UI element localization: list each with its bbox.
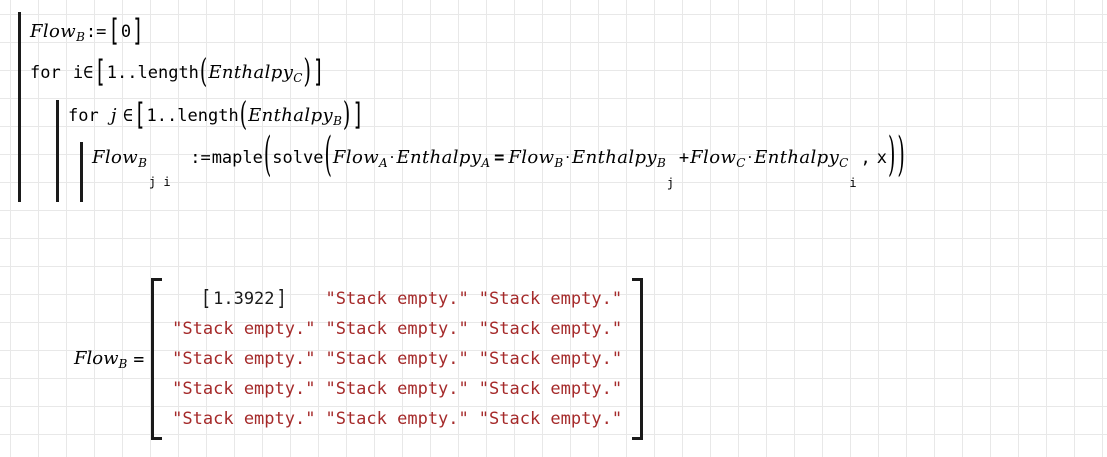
element-of-symbol: ∈	[122, 106, 134, 126]
range-start: 1	[146, 106, 157, 126]
arg-close-paren: )	[303, 52, 311, 91]
program-bar-level-3	[80, 142, 83, 202]
multiplication-dot: ·	[565, 148, 571, 166]
numeric-result-value: 1.3922	[213, 289, 275, 309]
matrix-cell-4-2: "Stack empty."	[478, 409, 623, 429]
maple-open-paren: (	[263, 128, 272, 183]
table-row: "Stack empty." "Stack empty." "Stack emp…	[167, 374, 627, 404]
assignment-operator: :=	[85, 22, 107, 42]
table-row: "Stack empty." "Stack empty." "Stack emp…	[167, 314, 627, 344]
matrix-cell-1-1: "Stack empty."	[325, 319, 469, 339]
solve-function: solve	[272, 148, 324, 168]
solve-open-paren: (	[324, 128, 332, 183]
length-function: length	[137, 63, 199, 83]
matrix-cell-3-0: "Stack empty."	[172, 379, 316, 399]
matrix-cell-3-2: "Stack empty."	[478, 379, 623, 399]
range-dots: ..	[156, 106, 178, 126]
subscript-a: A	[481, 156, 491, 170]
arg-open-paren: (	[199, 52, 208, 91]
arg-open-paren: (	[239, 95, 248, 134]
nested-close-bracket: ]	[276, 286, 287, 312]
matrix-cell-0-2: "Stack empty."	[478, 289, 623, 309]
range-open-bracket: [	[94, 54, 106, 90]
result-region[interactable]: FlowB = [1.3922] "Stack empty." "Stack e…	[74, 278, 643, 440]
subscript-a: A	[379, 156, 388, 170]
variable-enthalpy-b: Enthalpy	[572, 147, 657, 168]
matrix-cell-3-1: "Stack empty."	[325, 379, 469, 399]
result-variable-subscript: B	[118, 356, 128, 371]
subscript-b: B	[554, 156, 564, 170]
result-matrix[interactable]: [1.3922] "Stack empty." "Stack empty." "…	[151, 278, 643, 440]
range-start: 1	[106, 63, 118, 83]
nested-vector: [1.3922]	[199, 287, 289, 312]
subscript-b: B	[333, 114, 342, 128]
for-keyword-outer: for	[30, 63, 61, 83]
subscript-b: B	[138, 156, 147, 170]
boolean-equals-operator: =	[494, 148, 505, 168]
maple-function: maple	[211, 148, 263, 168]
table-row: "Stack empty." "Stack empty." "Stack emp…	[167, 404, 627, 434]
open-bracket: [	[108, 13, 120, 49]
variable-flow-a: Flow	[332, 147, 379, 168]
initial-value: 0	[120, 22, 132, 42]
matrix-cell-2-2: "Stack empty."	[478, 349, 623, 369]
plus-operator: +	[678, 148, 690, 168]
loop-index-j: j	[110, 105, 117, 126]
variable-flow-c: Flow	[690, 147, 737, 168]
subscript-b: B	[656, 156, 666, 170]
program-bar-level-1	[18, 12, 21, 202]
matrix-cell-0-0: [1.3922]	[167, 284, 320, 314]
maple-close-paren: )	[897, 128, 905, 183]
evaluation-operator: =	[133, 348, 145, 370]
variable-enthalpy-c: Enthalpy	[754, 147, 840, 168]
subscript-b: B	[76, 30, 85, 44]
result-variable-name: Flow	[74, 347, 119, 369]
program-line-for-j[interactable]: for j ∈[1..length(EnthalpyB)]	[68, 99, 365, 131]
solve-variable-x: x	[876, 148, 887, 168]
index-i-label: i	[849, 176, 857, 190]
variable-enthalpy-a: Enthalpy	[396, 147, 482, 168]
matrix-cell-4-1: "Stack empty."	[325, 409, 469, 429]
close-bracket: ]	[132, 13, 144, 49]
matrix-cell-1-2: "Stack empty."	[478, 319, 623, 339]
element-of-symbol: ∈	[83, 63, 94, 83]
assignment-operator: :=	[190, 148, 211, 168]
argument-comma: ,	[860, 148, 871, 168]
variable-enthalpy: Enthalpy	[248, 105, 334, 126]
matrix-cell-1-0: "Stack empty."	[172, 319, 316, 339]
table-row: "Stack empty." "Stack empty." "Stack emp…	[167, 344, 627, 374]
variable-flow: Flow	[92, 147, 139, 168]
index-j-label: j	[666, 176, 675, 190]
variable-flow-b: Flow	[508, 147, 555, 168]
result-label: FlowB	[74, 348, 131, 371]
table-row: [1.3922] "Stack empty." "Stack empty."	[167, 284, 627, 314]
multiplication-dot: ·	[747, 148, 753, 166]
range-close-bracket: ]	[312, 54, 325, 90]
length-function: length	[177, 106, 239, 126]
matrix-cell-2-1: "Stack empty."	[325, 349, 469, 369]
program-line-initialize[interactable]: FlowB:=[0]	[30, 15, 145, 45]
program-bar-level-2	[56, 100, 59, 202]
variable-flow-b: Flow	[30, 21, 77, 42]
loop-index-i: i	[72, 63, 84, 83]
range-open-bracket: [	[134, 97, 146, 133]
matrix-indices-label: j i	[148, 175, 171, 189]
subscript-c: C	[293, 71, 303, 85]
for-keyword-inner: for	[68, 106, 99, 126]
program-line-for-i[interactable]: for i∈[1..length(EnthalpyC)]	[30, 55, 325, 87]
multiplication-dot: ·	[389, 148, 395, 166]
matrix-cell-4-0: "Stack empty."	[172, 409, 316, 429]
matrix-cell-0-1: "Stack empty."	[325, 289, 469, 309]
range-close-bracket: ]	[352, 97, 364, 133]
variable-enthalpy: Enthalpy	[208, 62, 294, 83]
subscript-c: C	[736, 156, 746, 170]
arg-close-paren: )	[342, 95, 351, 134]
subscript-c: C	[839, 156, 849, 170]
solve-close-paren: )	[888, 128, 896, 183]
range-dots: ..	[117, 63, 138, 83]
matrix-cell-2-0: "Stack empty."	[172, 349, 316, 369]
nested-open-bracket: [	[200, 286, 212, 312]
matrix-table: [1.3922] "Stack empty." "Stack empty." "…	[167, 284, 627, 434]
